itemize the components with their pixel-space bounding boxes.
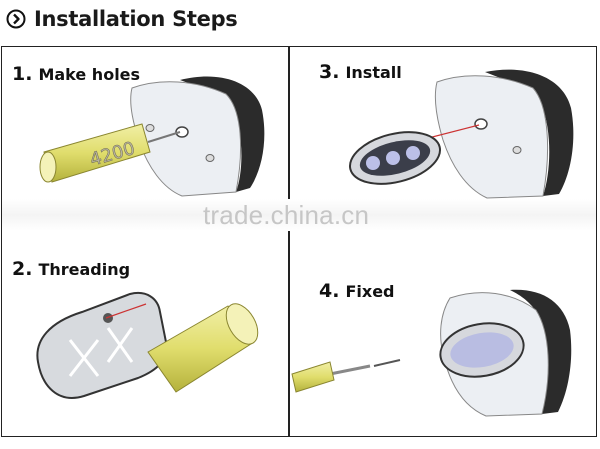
tube-cap	[225, 303, 259, 345]
step-4-heading: 4. Fixed	[319, 280, 395, 302]
horizontal-band	[2, 199, 596, 231]
drill-hole	[175, 126, 189, 138]
screwdriver-shaft	[329, 364, 371, 376]
chevron-right-circle-icon	[6, 9, 26, 29]
step-3-label: Install	[345, 63, 402, 82]
hull-edge	[485, 69, 574, 196]
page-header: Installation Steps	[6, 4, 238, 34]
step-3-number: 3.	[319, 61, 340, 83]
screw-hole	[145, 124, 155, 132]
fixed-illustration	[291, 289, 572, 417]
drill-bit	[147, 131, 181, 143]
page-title: Installation Steps	[34, 7, 238, 31]
screw-hole	[205, 154, 215, 162]
plate-ribs	[68, 327, 134, 377]
step-1-label: Make holes	[38, 65, 141, 84]
mounted-light-window	[450, 332, 514, 368]
step-2-label: Threading	[38, 260, 131, 279]
hull-panel	[434, 75, 549, 199]
hull-edge	[510, 289, 572, 414]
make-holes-illustration: 4200	[39, 76, 265, 197]
step-4-label: Fixed	[345, 282, 395, 301]
step-2-number: 2.	[12, 258, 33, 280]
thread-hole	[103, 313, 113, 323]
hull-edge	[180, 76, 265, 192]
back-plate	[36, 292, 168, 399]
step-1-heading: 1. Make holes	[12, 63, 140, 85]
watermark: trade.china.cn	[203, 200, 370, 230]
step-4-number: 4.	[319, 280, 340, 302]
drill-end	[39, 151, 57, 183]
led	[406, 146, 420, 160]
steps-frame	[1, 46, 597, 437]
mount-hole	[474, 118, 488, 130]
thread-wire	[105, 303, 147, 319]
screw	[373, 359, 401, 367]
step-2-heading: 2. Threading	[12, 258, 130, 280]
step-3-heading: 3. Install	[319, 61, 402, 83]
hull-panel	[130, 81, 242, 197]
step-1-number: 1.	[12, 63, 33, 85]
screwdriver-handle	[291, 361, 335, 393]
led	[386, 151, 400, 165]
threading-illustration	[36, 292, 259, 399]
vertical-divider	[288, 46, 290, 437]
led	[366, 156, 380, 170]
install-illustration	[348, 69, 574, 199]
screw-hole	[512, 146, 522, 154]
